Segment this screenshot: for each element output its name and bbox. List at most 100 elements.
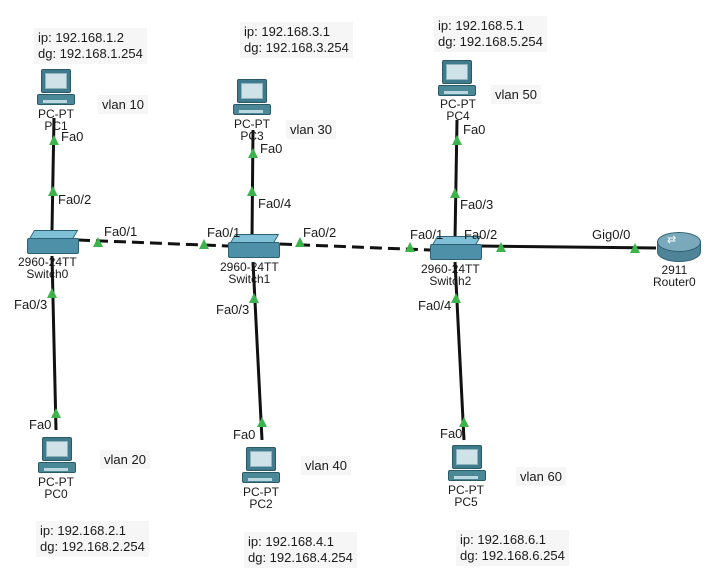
link-up-indicator — [459, 417, 469, 427]
link-pc1-switch0[interactable] — [50, 117, 56, 231]
link-switch2-router0[interactable] — [479, 244, 657, 250]
router0-icon[interactable]: ⇄ — [657, 232, 701, 262]
device-name: Switch0 — [26, 267, 69, 281]
link-up-indicator — [405, 242, 415, 252]
pc4-label: PC-PT PC4 — [440, 98, 476, 122]
switch1-icon[interactable] — [228, 234, 280, 258]
switch2-label: 2960-24TT Switch2 — [421, 263, 480, 287]
link-up-indicator — [452, 135, 462, 145]
link-up-indicator — [450, 188, 460, 198]
port-label: Fa0/2 — [58, 192, 92, 207]
device-model: PC-PT — [38, 107, 74, 121]
vlan-note-pc2[interactable]: vlan 40 — [301, 456, 351, 475]
port-label: Fa0 — [463, 122, 486, 137]
ip-text: ip: 192.168.4.1 — [248, 534, 335, 549]
switch1-label: 2960-24TT Switch1 — [220, 261, 279, 285]
device-name: PC4 — [446, 109, 470, 123]
device-model: PC-PT — [234, 117, 270, 131]
gateway-text: dg: 192.168.4.254 — [248, 550, 353, 565]
device-name: Switch2 — [429, 274, 472, 288]
device-model: 2960-24TT — [220, 260, 279, 274]
gateway-text: dg: 192.168.2.254 — [40, 539, 145, 554]
device-name: PC0 — [44, 487, 68, 501]
pc3-computer-icon[interactable] — [233, 79, 271, 117]
link-up-indicator — [248, 148, 258, 158]
device-name: PC3 — [240, 129, 264, 143]
vlan-note-pc4[interactable]: vlan 50 — [491, 85, 541, 104]
pc0-computer-icon[interactable] — [38, 437, 76, 475]
ip-text: ip: 192.168.1.2 — [38, 30, 125, 45]
link-up-indicator — [249, 293, 259, 303]
port-label: Fa0 — [29, 417, 52, 432]
link-up-indicator — [451, 293, 461, 303]
link-up-indicator — [47, 288, 57, 298]
pc3-label: PC-PT PC3 — [234, 118, 270, 142]
port-label: Gig0/0 — [592, 227, 631, 242]
link-pc5-switch2[interactable] — [453, 261, 466, 441]
device-model: 2960-24TT — [18, 255, 77, 269]
link-pc0-switch0[interactable] — [50, 255, 58, 431]
port-label: Fa0 — [61, 129, 84, 144]
link-up-indicator — [247, 186, 257, 196]
link-up-indicator — [51, 408, 61, 418]
note-pc3[interactable]: ip: 192.168.3.1 dg: 192.168.3.254 — [240, 22, 353, 58]
vlan-note-pc1[interactable]: vlan 10 — [98, 95, 148, 114]
router0-label: 2911 Router0 — [653, 264, 696, 288]
port-label: Fa0/3 — [14, 297, 48, 312]
note-pc2[interactable]: ip: 192.168.4.1 dg: 192.168.4.254 — [244, 532, 357, 568]
port-label: Fa0/1 — [104, 224, 138, 239]
note-pc5[interactable]: ip: 192.168.6.1 dg: 192.168.6.254 — [456, 530, 569, 566]
pc2-computer-icon[interactable] — [242, 447, 280, 485]
link-pc3-switch1[interactable] — [250, 129, 255, 239]
port-label: Fa0/2 — [464, 227, 498, 242]
link-up-indicator — [49, 135, 59, 145]
vlan-note-pc0[interactable]: vlan 20 — [100, 450, 150, 469]
port-label: Fa0 — [440, 426, 463, 441]
link-pc2-switch1[interactable] — [251, 261, 264, 441]
switch0-icon[interactable] — [27, 230, 79, 254]
device-model: PC-PT — [243, 485, 279, 499]
ip-text: ip: 192.168.2.1 — [40, 523, 127, 538]
ip-text: ip: 192.168.3.1 — [244, 24, 331, 39]
device-name: PC2 — [249, 497, 273, 511]
device-model: PC-PT — [440, 97, 476, 111]
router-arrows-icon: ⇄ — [667, 234, 677, 246]
gateway-text: dg: 192.168.1.254 — [38, 46, 143, 61]
pc0-label: PC-PT PC0 — [38, 476, 74, 500]
link-up-indicator — [93, 237, 103, 247]
switch2-icon[interactable] — [430, 236, 482, 260]
device-name: PC5 — [454, 495, 478, 509]
device-model: 2960-24TT — [421, 262, 480, 276]
device-model: 2911 — [661, 263, 688, 277]
pc5-computer-icon[interactable] — [448, 445, 486, 483]
pc1-computer-icon[interactable] — [37, 69, 75, 107]
link-status-indicators — [47, 135, 640, 427]
device-name: Router0 — [653, 275, 696, 289]
note-pc0[interactable]: ip: 192.168.2.1 dg: 192.168.2.254 — [36, 521, 149, 557]
ip-text: ip: 192.168.5.1 — [438, 18, 525, 33]
vlan-note-pc3[interactable]: vlan 30 — [286, 120, 336, 139]
gateway-text: dg: 192.168.3.254 — [244, 40, 349, 55]
gateway-text: dg: 192.168.5.254 — [438, 34, 543, 49]
device-name: Switch1 — [228, 272, 271, 286]
port-label: Fa0/4 — [418, 298, 452, 313]
link-up-indicator — [199, 239, 209, 249]
pc4-computer-icon[interactable] — [438, 60, 476, 98]
note-pc4[interactable]: ip: 192.168.5.1 dg: 192.168.5.254 — [434, 16, 547, 52]
link-switch1-switch2[interactable] — [279, 242, 431, 252]
switch0-label: 2960-24TT Switch0 — [18, 256, 77, 280]
link-up-indicator — [630, 243, 640, 253]
link-up-indicator — [496, 242, 506, 252]
pc5-label: PC-PT PC5 — [448, 484, 484, 508]
port-label: Fa0 — [233, 427, 256, 442]
note-pc1[interactable]: ip: 192.168.1.2 dg: 192.168.1.254 — [34, 28, 147, 64]
vlan-note-pc5[interactable]: vlan 60 — [516, 467, 566, 486]
gateway-text: dg: 192.168.6.254 — [460, 548, 565, 563]
link-up-indicator — [48, 186, 58, 196]
pc1-label: PC-PT PC1 — [38, 108, 74, 132]
port-label: Fa0/1 — [207, 225, 241, 240]
pc2-label: PC-PT PC2 — [243, 486, 279, 510]
device-model: PC-PT — [38, 475, 74, 489]
port-label: Fa0/2 — [303, 225, 337, 240]
link-switch0-switch1[interactable] — [77, 238, 229, 248]
